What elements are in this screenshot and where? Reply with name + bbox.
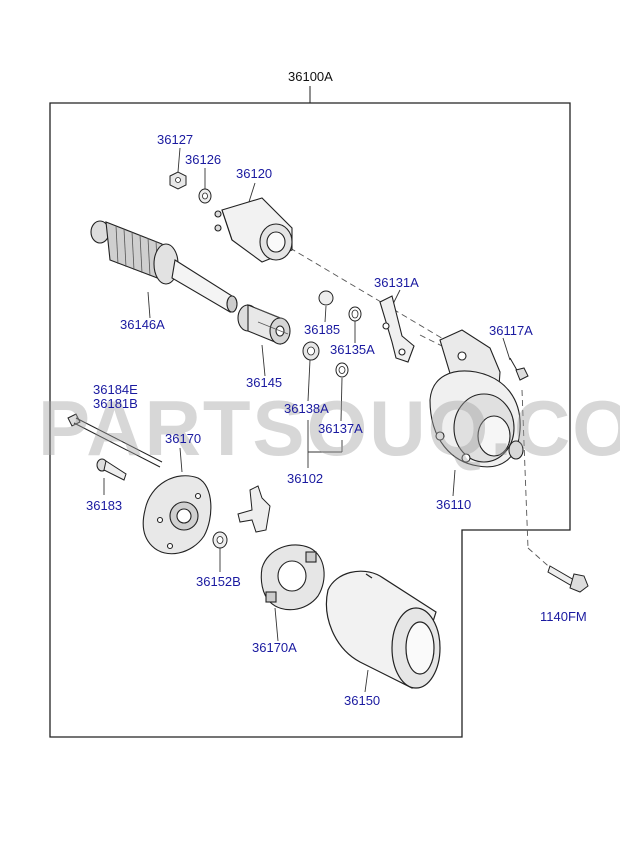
part-label-36185[interactable]: 36185 (304, 322, 341, 337)
washer-36152B[interactable] (212, 531, 228, 549)
pinion-36145[interactable] (237, 304, 291, 345)
part-label-36131A[interactable]: 36131A (374, 275, 419, 290)
ring-36137A[interactable] (335, 362, 349, 378)
bolt-1140FM[interactable] (547, 565, 589, 593)
armature-36146A[interactable] (90, 220, 238, 313)
part-label-36135A[interactable]: 36135A (330, 342, 375, 357)
part-label-36127[interactable]: 36127 (157, 132, 194, 147)
solenoid-36120[interactable] (214, 197, 293, 263)
nut-36127[interactable] (169, 171, 187, 190)
assembly-frame (49, 102, 571, 738)
washer-36126[interactable] (198, 188, 212, 204)
end-frame-36170[interactable] (142, 475, 212, 555)
part-label-36145[interactable]: 36145 (246, 375, 283, 390)
part-label-36152B[interactable]: 36152B (196, 574, 241, 589)
part-label-36183[interactable]: 36183 (86, 498, 123, 513)
bolt-36117A[interactable] (509, 357, 529, 381)
lever-36131A[interactable] (379, 295, 415, 363)
ring-36135A[interactable] (348, 306, 362, 322)
part-label-36170A[interactable]: 36170A (252, 640, 297, 655)
yoke-36150[interactable] (325, 570, 441, 689)
part-label-36181B[interactable]: 36181B (93, 396, 138, 411)
brush-holder-36170A[interactable] (260, 544, 325, 611)
cap-36185[interactable] (318, 290, 334, 306)
part-label-36137A[interactable]: 36137A (318, 421, 363, 436)
assembly-label: 36100A (288, 69, 333, 84)
through-bolt-36184E[interactable] (67, 413, 163, 468)
screw-36183[interactable] (96, 458, 127, 481)
part-label-36120[interactable]: 36120 (236, 166, 273, 181)
part-label-36184E[interactable]: 36184E (93, 382, 138, 397)
part-label-36117A[interactable]: 36117A (489, 323, 533, 338)
part-label-1140FM[interactable]: 1140FM (540, 609, 587, 624)
part-label-36126[interactable]: 36126 (185, 152, 222, 167)
part-label-36110[interactable]: 36110 (436, 497, 472, 512)
housing-36110[interactable] (429, 329, 524, 468)
part-label-36150[interactable]: 36150 (344, 693, 381, 708)
leader-lines (103, 147, 511, 693)
part-label-36138A[interactable]: 36138A (284, 401, 329, 416)
washer-36138A[interactable] (302, 341, 320, 361)
part-label-36102[interactable]: 36102 (287, 471, 324, 486)
part-label-36146A[interactable]: 36146A (120, 317, 165, 332)
part-label-36170[interactable]: 36170 (165, 431, 202, 446)
brush-spring[interactable] (237, 485, 271, 533)
